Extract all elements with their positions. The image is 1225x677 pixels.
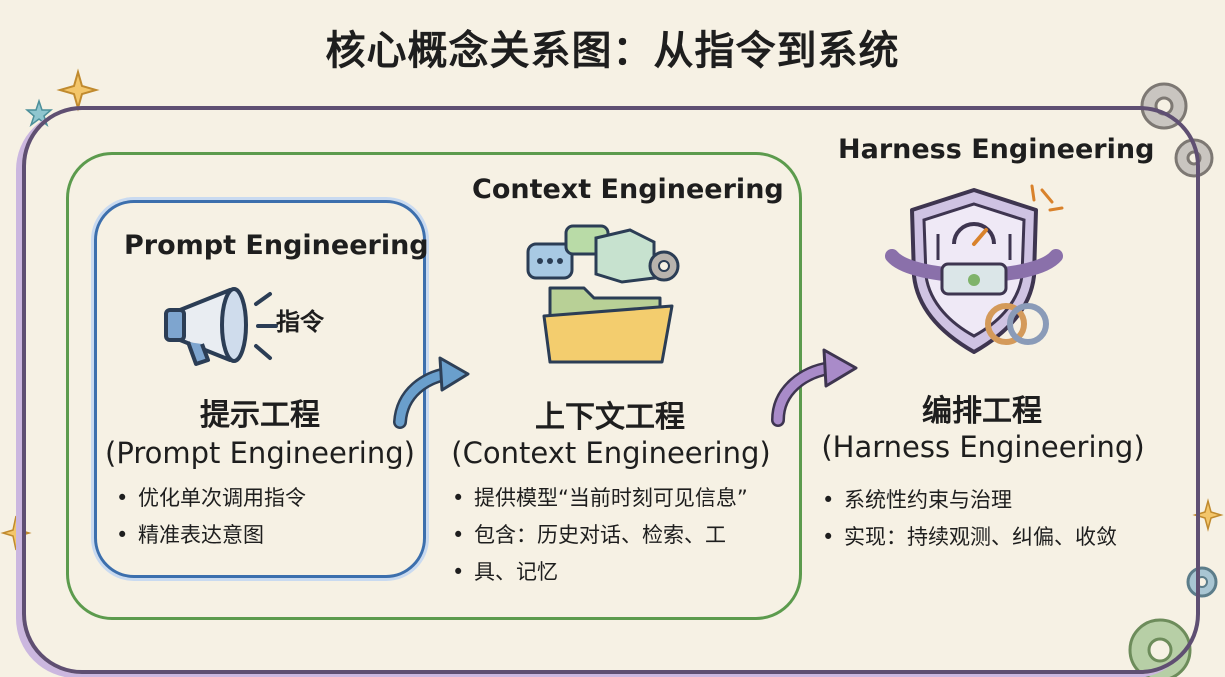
list-item: 优化单次调用指令 <box>112 480 306 517</box>
harness-engineering-frame <box>22 106 1200 674</box>
list-item: 实现：持续观测、纠偏、收敛 <box>818 519 1117 556</box>
context-bullet-list: 提供模型“当前时刻可见信息” 包含：历史对话、检索、工 具、记忆 <box>448 480 748 591</box>
folder-context-icon <box>526 224 680 364</box>
arrow-icon <box>771 348 858 427</box>
list-item: 具、记忆 <box>448 554 748 591</box>
harness-name-en: (Harness Engineering) <box>821 430 1145 464</box>
instruction-label: 指令 <box>276 308 324 336</box>
context-name-zh: 上下文工程 <box>535 400 685 435</box>
prompt-section-header: Prompt Engineering <box>124 230 429 261</box>
sparkle-icon <box>1192 498 1224 532</box>
list-item: 提供模型“当前时刻可见信息” <box>448 480 748 517</box>
sparkle-icon <box>56 68 100 112</box>
harness-section-header: Harness Engineering <box>838 134 1155 165</box>
harness-name-zh: 编排工程 <box>922 394 1042 429</box>
shield-harness-icon <box>885 184 1064 354</box>
list-item: 包含：历史对话、检索、工 <box>448 517 748 554</box>
list-item: 精准表达意图 <box>112 517 306 554</box>
prompt-name-en: (Prompt Engineering) <box>105 436 415 470</box>
page-title: 核心概念关系图：从指令到系统 <box>325 28 900 74</box>
list-item: 系统性约束与治理 <box>818 482 1117 519</box>
arrow-icon <box>393 356 470 429</box>
prompt-bullet-list: 优化单次调用指令 精准表达意图 <box>112 480 306 554</box>
megaphone-icon <box>164 287 278 366</box>
context-section-header: Context Engineering <box>472 174 784 205</box>
harness-bullet-list: 系统性约束与治理 实现：持续观测、纠偏、收敛 <box>818 482 1117 556</box>
context-name-en: (Context Engineering) <box>451 436 771 470</box>
prompt-name-zh: 提示工程 <box>200 398 320 433</box>
